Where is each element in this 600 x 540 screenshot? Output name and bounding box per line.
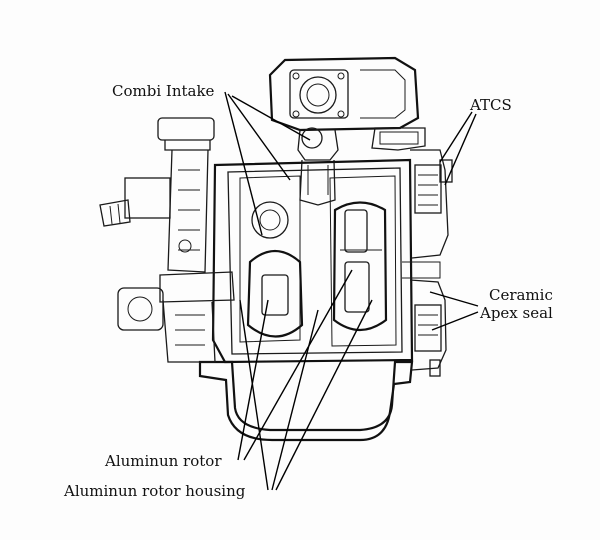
label-ceramic-line2: Apex seal bbox=[480, 304, 553, 322]
left-accessories bbox=[99, 117, 235, 363]
label-ceramic-apex-seal: Ceramic Apex seal bbox=[480, 286, 553, 322]
right-rotor bbox=[332, 201, 388, 332]
label-ceramic-line1: Ceramic bbox=[488, 286, 553, 304]
leader-lines bbox=[224, 91, 479, 491]
label-aluminum-rotor: Aluminun rotor bbox=[105, 452, 222, 470]
label-combi-intake: Combi Intake bbox=[112, 82, 215, 100]
engine-block bbox=[211, 158, 414, 364]
throttle-body bbox=[268, 56, 420, 132]
right-accessories bbox=[402, 149, 453, 377]
label-atcs: ATCS bbox=[470, 96, 512, 114]
intake-runners bbox=[297, 127, 426, 206]
label-aluminum-rotor-housing: Aluminun rotor housing bbox=[64, 482, 246, 500]
left-rotor bbox=[246, 201, 304, 338]
oil-pan bbox=[198, 360, 414, 442]
